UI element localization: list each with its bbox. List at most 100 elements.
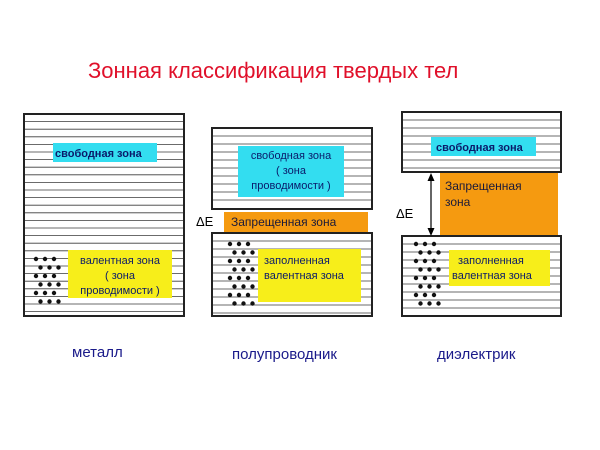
electron-dot [427,267,432,272]
electron-dot [51,256,57,262]
dielectric-free-band-label-box [431,137,536,156]
metal-valence-label-line-1: валентная зона [80,255,161,267]
metal-valence-label-line-2: ( зона [105,270,136,282]
metal-band-frame [23,113,185,317]
electron-dot [436,284,441,289]
electron-dot [236,275,242,281]
dielectric-free-band-label: свободная зона [436,142,524,154]
electron-dot [436,250,441,255]
electron-dot [422,241,428,247]
electron-dot [33,290,39,296]
electron-dot [418,301,423,306]
electron-dot [431,275,437,281]
electron-dot [422,292,428,298]
metal-free-band-label: свободная зона [55,148,143,160]
semiconductor-forbidden-band [224,212,368,232]
electron-dot [232,301,237,306]
electron-dot [245,292,251,298]
electron-dot [241,250,246,255]
electron-dot [227,241,233,247]
semiconductor-free-band-label-line-3: проводимости ) [251,180,330,192]
semiconductor-gap-symbol: ΔE [196,214,214,229]
semiconductor-valence-band-frame [211,232,373,317]
dielectric-free-band-frame [401,111,562,173]
electron-dot [42,273,48,279]
electron-dot [232,250,237,255]
electron-dot [51,290,57,296]
electron-dot [42,256,48,262]
electron-dot [431,241,437,247]
electron-dot [38,282,43,287]
electron-dot [250,267,255,272]
semiconductor-free-band-label-box [238,146,344,197]
semiconductor-free-band-label-line-1: свободная зона [251,150,332,162]
electron-dot [427,301,432,306]
electron-dot [47,282,52,287]
electron-dot [245,258,251,264]
electron-dot [38,265,43,270]
metal-electrons [33,256,61,304]
dielectric-forbidden-band [440,173,558,235]
electron-dot [245,275,251,281]
electron-dot [56,282,61,287]
metal-free-band-label-box [53,143,157,162]
metal-caption: металл [72,344,123,361]
electron-dot [241,267,246,272]
electron-dot [232,284,237,289]
electron-dot [250,250,255,255]
dielectric-valence-band-frame [401,235,562,317]
electron-dot [427,284,432,289]
semiconductor-caption: полупроводник [232,346,337,363]
electron-dot [227,275,233,281]
metal-valence-label-line-3: проводимости ) [80,285,159,297]
electron-dot [33,273,39,279]
semiconductor-valence-label-line-2: валентная зона [264,270,345,282]
electron-dot [56,299,61,304]
electron-dot [422,258,428,264]
dielectric-electrons [413,241,441,306]
semiconductor-free-band-label-line-2: ( зона [276,165,307,177]
electron-dot [236,258,242,264]
dielectric-gap-symbol: ΔE [396,206,414,221]
electron-dot [47,299,52,304]
dielectric-valence-label-line-1: заполненная [458,255,524,267]
electron-dot [431,258,437,264]
electron-dot [436,301,441,306]
semiconductor-forbidden-band-label: Запрещенная зона [231,215,337,229]
dielectric-caption: диэлектрик [437,346,516,363]
electron-dot [232,267,237,272]
electron-dot [250,301,255,306]
electron-dot [418,284,423,289]
dielectric-valence-label-box [449,250,550,286]
electron-dot [436,267,441,272]
semiconductor-diagram: свободная зона ( зона проводимости ) Зап… [196,127,373,363]
dielectric-diagram: свободная зона Запрещенная зона ΔE запол… [396,111,562,363]
electron-dot [236,292,242,298]
electron-dot [42,290,48,296]
electron-dot [51,273,57,279]
semiconductor-free-band-frame [211,127,373,210]
metal-valence-label-box [68,250,172,298]
electron-dot [427,250,432,255]
electron-dot [227,258,233,264]
dielectric-forbidden-band-label-line-2: зона [445,195,471,209]
electron-dot [413,292,419,298]
dielectric-valence-label-line-2: валентная зона [452,270,533,282]
electron-dot [413,275,419,281]
semiconductor-valence-label-box [258,249,361,302]
semiconductor-valence-label-line-1: заполненная [264,255,330,267]
electron-dot [413,241,419,247]
electron-dot [418,267,423,272]
electron-dot [418,250,423,255]
electron-dot [245,241,251,247]
electron-dot [422,275,428,281]
electron-dot [431,292,437,298]
electron-dot [241,301,246,306]
diagram-title: Зонная классификация твердых тел [88,58,458,83]
electron-dot [38,299,43,304]
electron-dot [56,265,61,270]
electron-dot [47,265,52,270]
dielectric-gap-arrow [427,173,435,236]
semiconductor-electrons [227,241,255,306]
